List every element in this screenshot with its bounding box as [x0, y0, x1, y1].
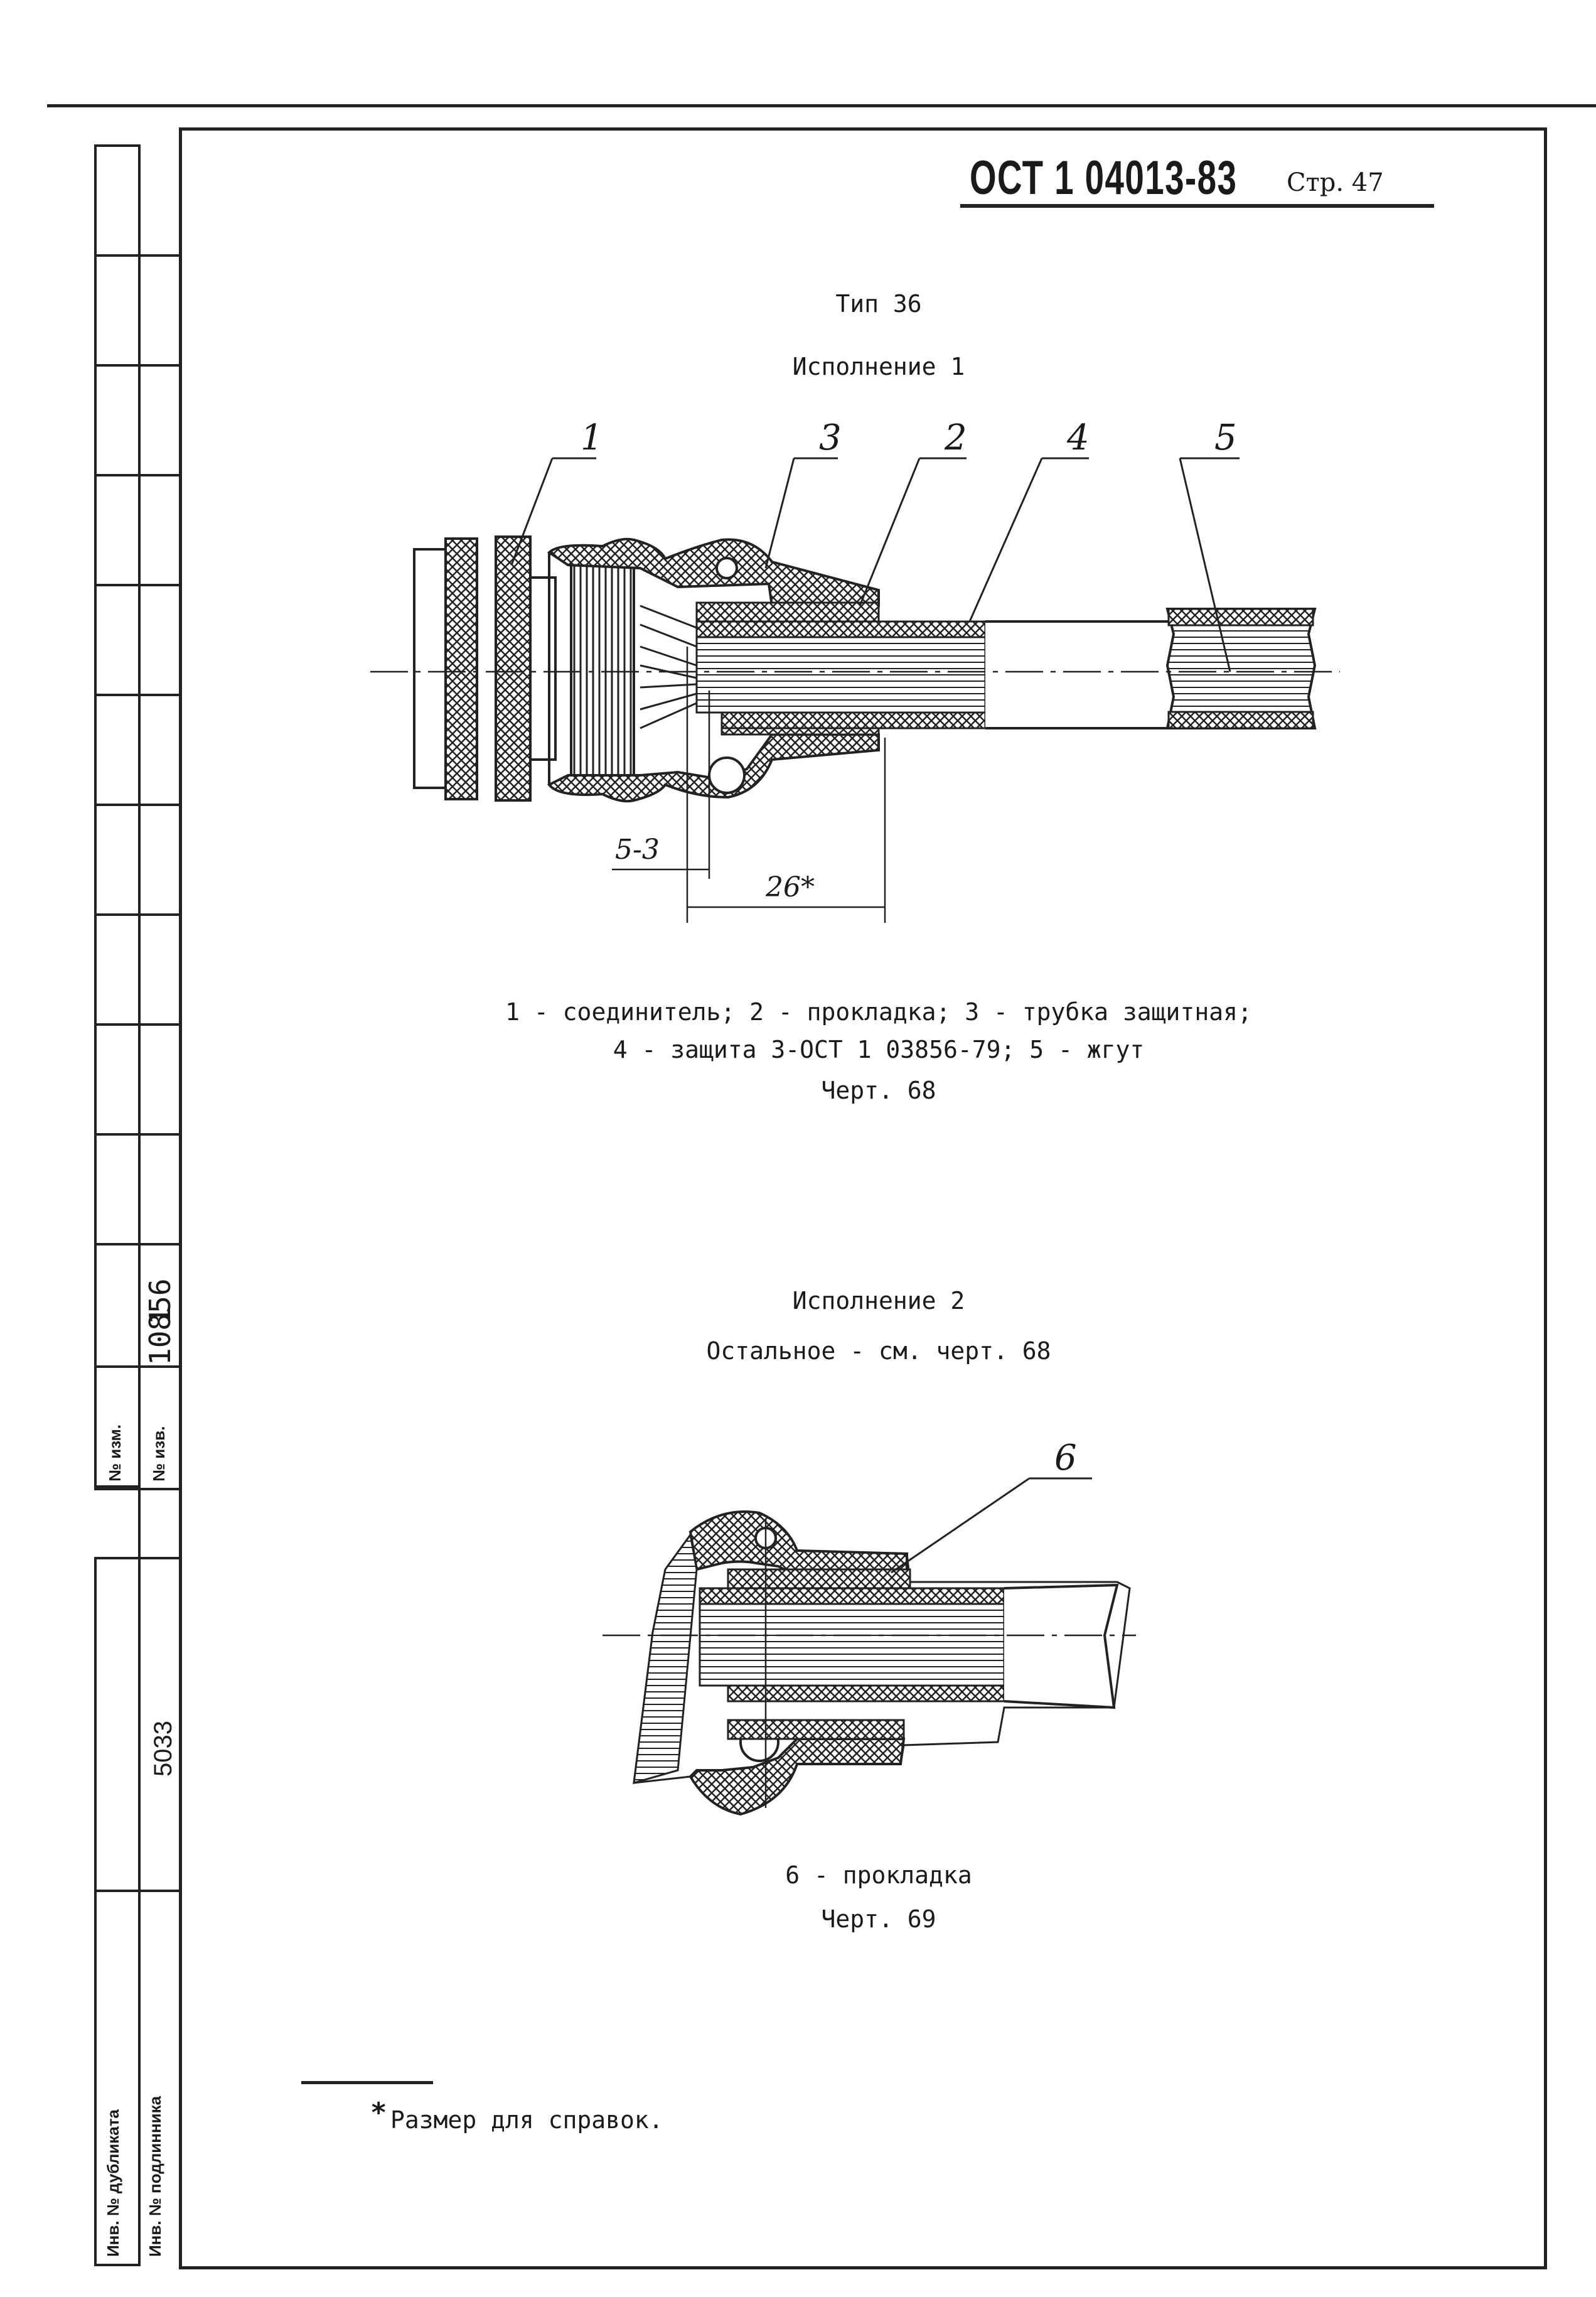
footnote-rule: [301, 2081, 433, 2084]
grid-line: [94, 1488, 182, 1490]
grid-line: [94, 1243, 182, 1245]
footnote-marker: *: [370, 2097, 387, 2129]
page-number: Стр. 47: [1287, 168, 1384, 197]
dim-large: 26*: [766, 871, 815, 903]
legend-68-line2: 4 - защита 3-ОСТ 1 03856-79; 5 - жгут: [613, 1036, 1145, 1063]
label-3: 3: [819, 417, 842, 458]
side-table-upper: [94, 144, 138, 1488]
grid-line: [94, 1133, 182, 1136]
label-6: 6: [1054, 1438, 1077, 1478]
grid-line: [94, 1365, 182, 1368]
side-column: [138, 144, 182, 2266]
grid-line: [94, 254, 182, 257]
label-5: 5: [1214, 417, 1237, 458]
grid-line: [94, 1557, 182, 1559]
top-rule: [47, 104, 1596, 107]
header-underline: [960, 204, 1434, 208]
footnote-text: Размер для справок.: [390, 2106, 663, 2134]
grid-line: [94, 913, 182, 916]
caption-68: Черт. 68: [821, 1077, 936, 1104]
grid-line: [94, 804, 182, 806]
variant-1-title: Исполнение 1: [792, 353, 965, 380]
label-1: 1: [581, 417, 603, 458]
grid-line: [94, 474, 182, 476]
drawing-frame: [179, 127, 1547, 2269]
variant-2-note: Остальное - см. черт. 68: [706, 1337, 1051, 1365]
label-2: 2: [945, 417, 967, 458]
doc-code: ОСТ 1 04013-83: [970, 151, 1238, 205]
variant-2-title: Исполнение 2: [792, 1287, 965, 1315]
grid-line: [94, 1890, 182, 1892]
type-title: Тип 36: [835, 290, 922, 318]
grid-line: [94, 694, 182, 696]
grid-line: [94, 1023, 182, 1026]
grid-line: [94, 584, 182, 586]
legend-69: 6 - прокладка: [785, 1861, 972, 1889]
dim-small: 5-3: [615, 834, 660, 866]
label-4: 4: [1067, 417, 1090, 458]
caption-69: Черт. 69: [821, 1905, 936, 1933]
grid-line: [94, 364, 182, 367]
legend-68-line1: 1 - соединитель; 2 - прокладка; 3 - труб…: [505, 998, 1252, 1026]
